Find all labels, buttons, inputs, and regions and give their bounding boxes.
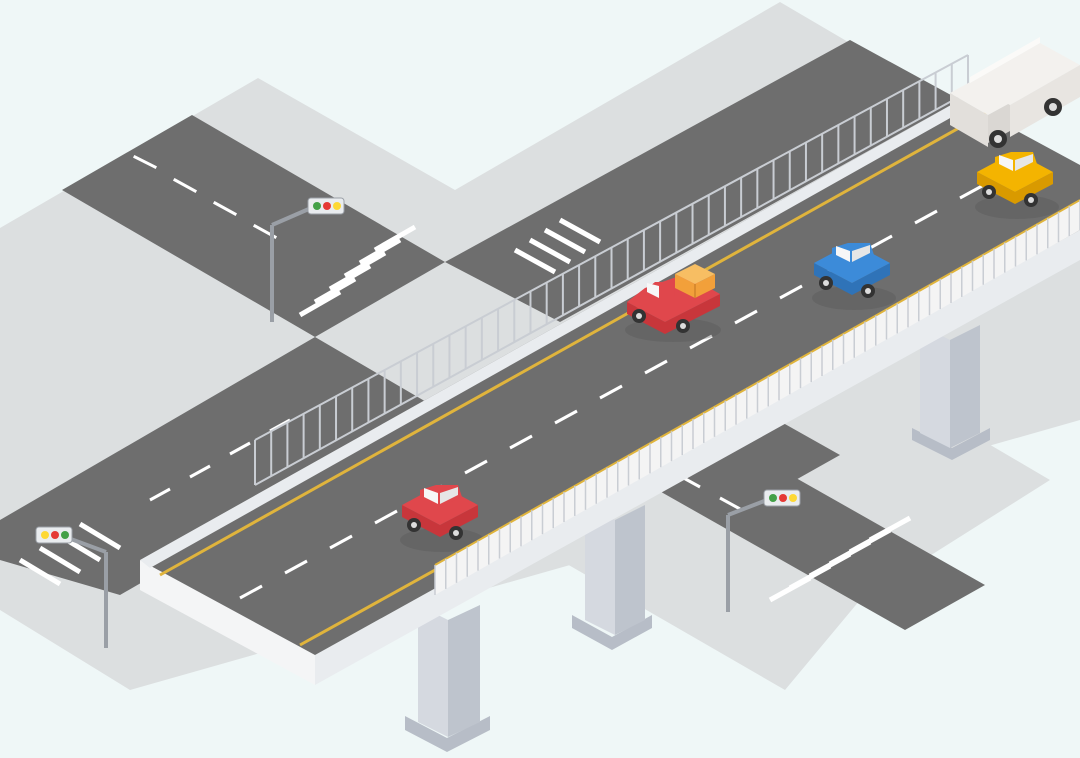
white-box-truck bbox=[950, 37, 1080, 148]
crosswalk-lower-right bbox=[768, 515, 912, 603]
pillar-right bbox=[912, 325, 990, 460]
center-line bbox=[159, 103, 1001, 577]
bridge-pillars bbox=[405, 325, 990, 752]
deck-surface bbox=[140, 100, 1080, 655]
road-right-ew bbox=[640, 435, 985, 630]
red-car bbox=[400, 485, 484, 552]
front-barrier bbox=[434, 199, 1080, 595]
back-railing bbox=[254, 54, 969, 486]
crosswalk-upper-right bbox=[513, 217, 602, 275]
crosswalk-upper-left bbox=[298, 224, 417, 318]
road-lower-left-arm bbox=[0, 337, 440, 595]
traffic-light-lower-left bbox=[35, 526, 108, 648]
blue-car bbox=[812, 243, 896, 310]
traffic-light-upper-left bbox=[270, 197, 345, 322]
barrier-posts bbox=[434, 200, 1080, 595]
pillar-middle bbox=[572, 505, 652, 650]
pillar-left bbox=[405, 605, 490, 752]
yellow-car bbox=[975, 152, 1059, 219]
road-upper-right-arm bbox=[445, 40, 960, 322]
traffic-light-lower-right bbox=[726, 489, 801, 612]
deck-left-curb bbox=[140, 100, 968, 568]
red-pickup-with-boxes bbox=[625, 264, 721, 342]
deck-front-side bbox=[315, 230, 1080, 685]
cargo-boxes bbox=[675, 264, 715, 298]
deck-end-face bbox=[140, 560, 315, 685]
